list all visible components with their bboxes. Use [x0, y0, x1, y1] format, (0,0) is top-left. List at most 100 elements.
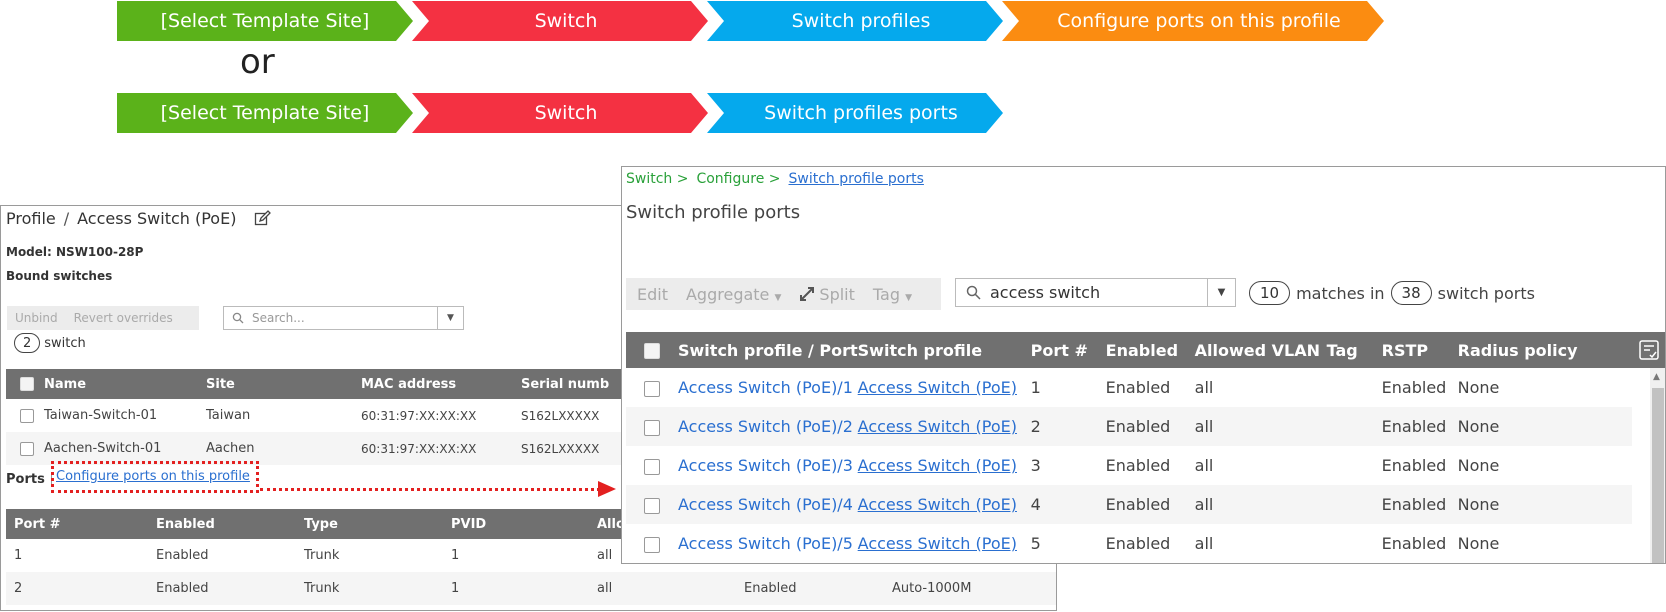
port-number: 4	[1030, 485, 1106, 524]
profile-link[interactable]: Access Switch (PoE)	[857, 378, 1017, 397]
table-row[interactable]: Taiwan-Switch-01 Taiwan 60:31:97:XX:XX:X…	[6, 399, 1056, 432]
split-button[interactable]: Split	[799, 285, 855, 304]
breadcrumb-current-link[interactable]: Switch profile ports	[788, 171, 924, 187]
column-header-tag[interactable]: Tag	[1326, 332, 1382, 368]
switch-profile-ports-panel: Switch > Configure > Switch profile port…	[621, 166, 1666, 564]
unbind-button[interactable]: Unbind	[15, 311, 58, 325]
connector-dotted-line	[260, 488, 600, 491]
table-header-row: Switch profile / Port Switch profile Por…	[626, 332, 1632, 368]
select-all-checkbox[interactable]	[626, 332, 678, 368]
page-title: Switch profile ports	[626, 202, 801, 223]
profile-link[interactable]: Access Switch (PoE)	[857, 534, 1017, 553]
profile-port-link[interactable]: Access Switch (PoE)/4	[678, 485, 858, 524]
vertical-scrollbar[interactable]: ▲	[1650, 368, 1665, 563]
chevron-down-icon[interactable]: ▼	[1208, 278, 1236, 307]
path-step-switch: Switch	[412, 1, 708, 41]
row-checkbox[interactable]	[626, 485, 678, 524]
tag-button[interactable]: Tag ▼	[872, 284, 912, 304]
table-row[interactable]: Access Switch (PoE)/1 Access Switch (PoE…	[626, 368, 1632, 407]
switch-mac: 60:31:97:XX:XX:XX	[361, 432, 521, 465]
port-tag	[1327, 524, 1382, 563]
profile-port-link[interactable]: Access Switch (PoE)/5	[678, 534, 853, 553]
switch-count-unit: switch	[44, 335, 86, 351]
edit-button[interactable]: Edit	[637, 284, 668, 304]
search-icon	[956, 285, 990, 300]
profile-port-link[interactable]: Access Switch (PoE)/1	[678, 378, 853, 397]
column-header-enabled[interactable]: Enabled	[156, 509, 304, 539]
column-header-profile-port[interactable]: Switch profile / Port	[678, 332, 858, 368]
column-header-enabled[interactable]: Enabled	[1105, 332, 1195, 368]
revert-overrides-button[interactable]: Revert overrides	[73, 311, 173, 325]
profile-link[interactable]: Access Switch (PoE)	[857, 456, 1017, 475]
row-checkbox[interactable]	[626, 446, 678, 485]
port-number: 2	[1030, 407, 1106, 446]
edit-icon[interactable]	[254, 210, 272, 227]
nav-path-row-2: [Select Template Site] Switch Switch pro…	[117, 93, 1003, 133]
table-row[interactable]: 2 Enabled Trunk 1 all Enabled Auto-1000M	[6, 572, 1056, 605]
radius-policy: None	[1457, 456, 1500, 475]
row-checkbox[interactable]	[6, 399, 44, 432]
port-tag	[1326, 485, 1382, 524]
row-checkbox[interactable]	[6, 432, 44, 465]
column-header-profile[interactable]: Switch profile	[857, 332, 1031, 368]
select-all-checkbox[interactable]	[6, 369, 44, 399]
highlight-box	[51, 461, 259, 493]
profile-port-link[interactable]: Access Switch (PoE)/2	[678, 407, 858, 446]
configure-ports-link[interactable]: Configure ports on this profile	[56, 469, 250, 484]
switch-site: Taiwan	[206, 408, 251, 423]
port-number: 3	[1030, 456, 1041, 475]
column-header-port[interactable]: Port #	[6, 509, 156, 539]
chevron-down-icon[interactable]: ▼	[437, 307, 463, 329]
breadcrumb-root[interactable]: Profile	[6, 209, 56, 228]
switch-count: 2 switch	[14, 333, 86, 353]
scroll-up-icon[interactable]: ▲	[1653, 372, 1660, 382]
breadcrumb-configure[interactable]: Configure >	[696, 171, 781, 187]
table-row[interactable]: Access Switch (PoE)/5 Access Switch (PoE…	[626, 524, 1632, 563]
port-enabled: Enabled	[1105, 407, 1195, 446]
port-pvid: 1	[451, 548, 460, 563]
column-header-allowed-vlan[interactable]: Allowed VLAN	[1194, 332, 1327, 368]
row-checkbox[interactable]	[626, 368, 678, 407]
profile-link[interactable]: Access Switch (PoE)	[857, 407, 1031, 446]
breadcrumb: Switch > Configure > Switch profile port…	[626, 171, 924, 187]
switch-profile-ports-table: Switch profile / Port Switch profile Por…	[626, 332, 1632, 563]
arrow-right-icon	[598, 481, 616, 497]
table-row[interactable]: Access Switch (PoE)/3 Access Switch (PoE…	[626, 446, 1632, 485]
column-header-radius-policy[interactable]: Radius policy	[1457, 332, 1632, 368]
table-row[interactable]: Access Switch (PoE)/2 Access Switch (PoE…	[626, 407, 1632, 446]
column-header-port-number[interactable]: Port #	[1030, 332, 1106, 368]
column-header-site[interactable]: Site	[206, 369, 361, 399]
column-header-mac[interactable]: MAC address	[361, 369, 521, 399]
row-checkbox[interactable]	[626, 524, 678, 563]
port-allowed: all	[597, 548, 613, 563]
port-col7: Auto-1000M	[892, 572, 1056, 605]
match-summary: 10 matches in 38 switch ports	[1249, 281, 1535, 305]
allowed-vlan: all	[1194, 534, 1214, 553]
breadcrumb-separator: /	[63, 209, 70, 228]
aggregate-button[interactable]: Aggregate ▼	[685, 284, 782, 304]
path-step-switch-profiles: Switch profiles	[707, 1, 1003, 41]
table-row[interactable]: Access Switch (PoE)/4 Access Switch (PoE…	[626, 485, 1632, 524]
chevron-down-icon: ▼	[774, 292, 782, 303]
search-placeholder: Search...	[252, 311, 305, 325]
column-header-type[interactable]: Type	[304, 509, 451, 539]
switch-count-badge: 2	[14, 333, 41, 353]
port-tag	[1326, 407, 1382, 446]
switch-search-input[interactable]: Search... ▼	[223, 306, 464, 330]
allowed-vlan: all	[1194, 485, 1327, 524]
column-header-rstp[interactable]: RSTP	[1381, 332, 1458, 368]
scrollbar-thumb[interactable]	[1652, 388, 1664, 563]
column-header-pvid[interactable]: PVID	[451, 509, 597, 539]
port-enabled: Enabled	[156, 548, 209, 563]
ports-search-input[interactable]: access switch	[955, 278, 1208, 307]
row-checkbox[interactable]	[626, 407, 678, 446]
path-step-switch-profiles-ports: Switch profiles ports	[707, 93, 1003, 133]
column-settings-icon[interactable]	[1632, 332, 1665, 368]
profile-port-link[interactable]: Access Switch (PoE)/3	[678, 456, 853, 475]
ports-toolbar: Edit Aggregate ▼ Split Tag ▼	[626, 278, 941, 310]
switch-name[interactable]: Taiwan-Switch-01	[44, 408, 158, 423]
profile-link[interactable]: Access Switch (PoE)	[857, 485, 1031, 524]
breadcrumb-switch[interactable]: Switch >	[626, 171, 689, 187]
switch-name[interactable]: Aachen-Switch-01	[44, 432, 206, 465]
column-header-name[interactable]: Name	[44, 369, 206, 399]
